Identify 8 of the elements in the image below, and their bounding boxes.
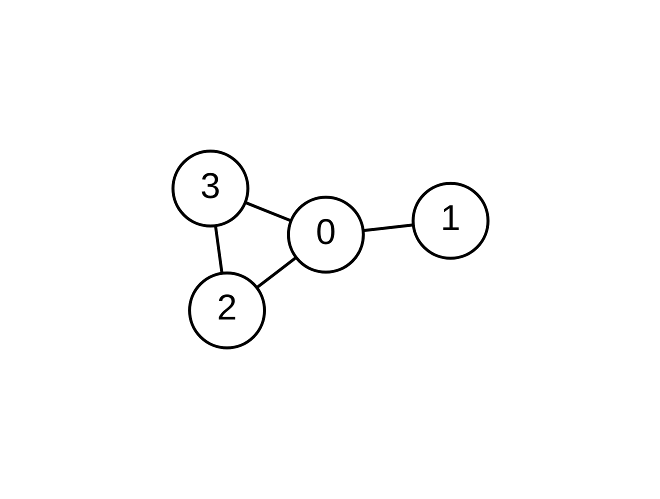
node-circle: 1: [411, 182, 490, 260]
connector: [214, 226, 223, 273]
node-circle: 2: [188, 272, 266, 350]
node-circle: 3: [170, 150, 249, 228]
node-circle: 0: [286, 196, 364, 274]
connector: [363, 224, 412, 232]
connector: [256, 256, 296, 289]
connector: [244, 201, 291, 222]
